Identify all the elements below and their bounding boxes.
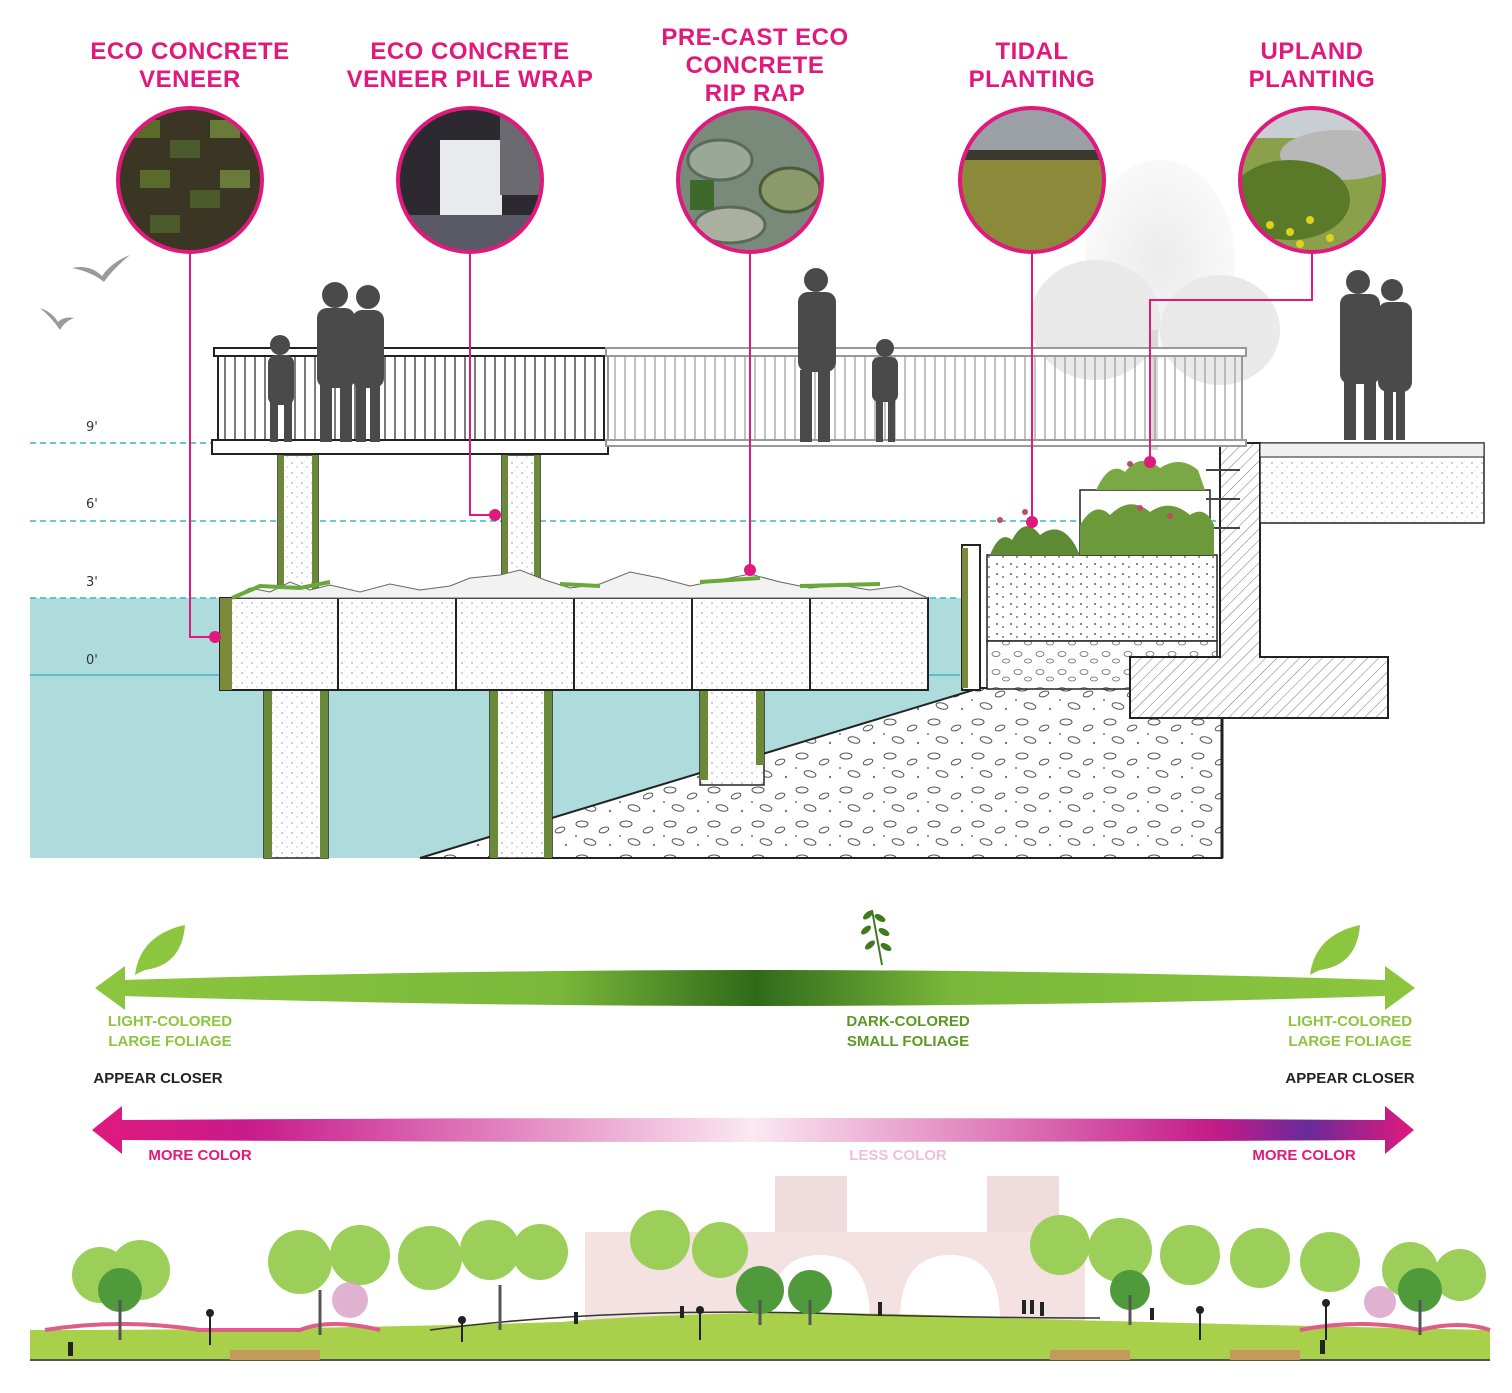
callout-line: CONCRETE [685,52,825,79]
appear-closer-right: APPEAR CLOSER [1285,1070,1415,1087]
callout-line: PLANTING [1248,66,1376,93]
bird-icon [40,255,130,330]
foliage-center-line: DARK-COLORED [846,1013,970,1030]
planting-beds [990,460,1214,555]
callout-line: ECO CONCRETE [90,38,290,65]
foliage-right-line: LIGHT-COLORED [1287,1013,1413,1030]
piles [263,454,765,859]
callout-line: PLANTING [968,66,1096,93]
appear-closer-left: APPEAR CLOSER [93,1070,223,1087]
callout-line: TIDAL [995,38,1069,65]
callout-label-pile-wrap: ECO CONCRETE VENEER PILE WRAP [340,38,600,94]
callout-label-tidal-planting: TIDAL PLANTING [932,38,1132,94]
callout-label-upland-planting: UPLAND PLANTING [1212,38,1412,94]
color-scale-arrow [92,1106,1414,1154]
more-color-left: MORE COLOR [148,1147,252,1164]
callout-dots [209,456,1156,643]
callout-label-eco-concrete-veneer: ECO CONCRETE VENEER [70,38,310,94]
people-silhouette-icon [268,268,1412,442]
callout-line: VENEER PILE WRAP [346,66,594,93]
callout-line: RIP RAP [704,80,806,107]
elevation-label-9: 9' [86,420,98,435]
elevation-label-0: 0' [86,653,98,668]
eco-concrete-blocks [219,569,929,691]
foliage-left-line: LARGE FOLIAGE [108,1033,232,1050]
sprig-icon [861,909,892,966]
eco-concrete-veneer-photo [118,108,262,252]
terrace-structure [961,442,1485,719]
foliage-right-line: LARGE FOLIAGE [1288,1033,1412,1050]
callout-label-riprap: PRE-CAST ECO CONCRETE RIP RAP [640,24,870,108]
callout-line: ECO CONCRETE [370,38,570,65]
boardwalk [211,347,1247,455]
pile-wrap-photo [398,108,542,252]
foliage-scale-arrow [95,966,1415,1010]
leaf-icon [135,925,1360,975]
less-color-center: LESS COLOR [849,1147,947,1164]
foliage-right-label: LIGHT-COLORED LARGE FOLIAGE [1250,1012,1450,1052]
riprap-photo [678,108,822,252]
upland-planting-photo [1240,108,1384,252]
callout-photos [116,106,1386,254]
callout-line: PRE-CAST ECO [661,24,849,51]
elevation-label-3: 3' [86,575,98,590]
park-elevation [30,1176,1491,1361]
callout-line: UPLAND [1260,38,1364,65]
callout-line: VENEER [139,66,241,93]
foliage-left-line: LIGHT-COLORED [107,1013,233,1030]
foliage-center-line: SMALL FOLIAGE [846,1033,970,1050]
callout-leaders [189,252,1313,638]
foliage-center-label: DARK-COLORED SMALL FOLIAGE [800,1012,1016,1052]
foliage-left-label: LIGHT-COLORED LARGE FOLIAGE [70,1012,270,1052]
more-color-right: MORE COLOR [1252,1147,1356,1164]
elevation-label-6: 6' [86,497,98,512]
